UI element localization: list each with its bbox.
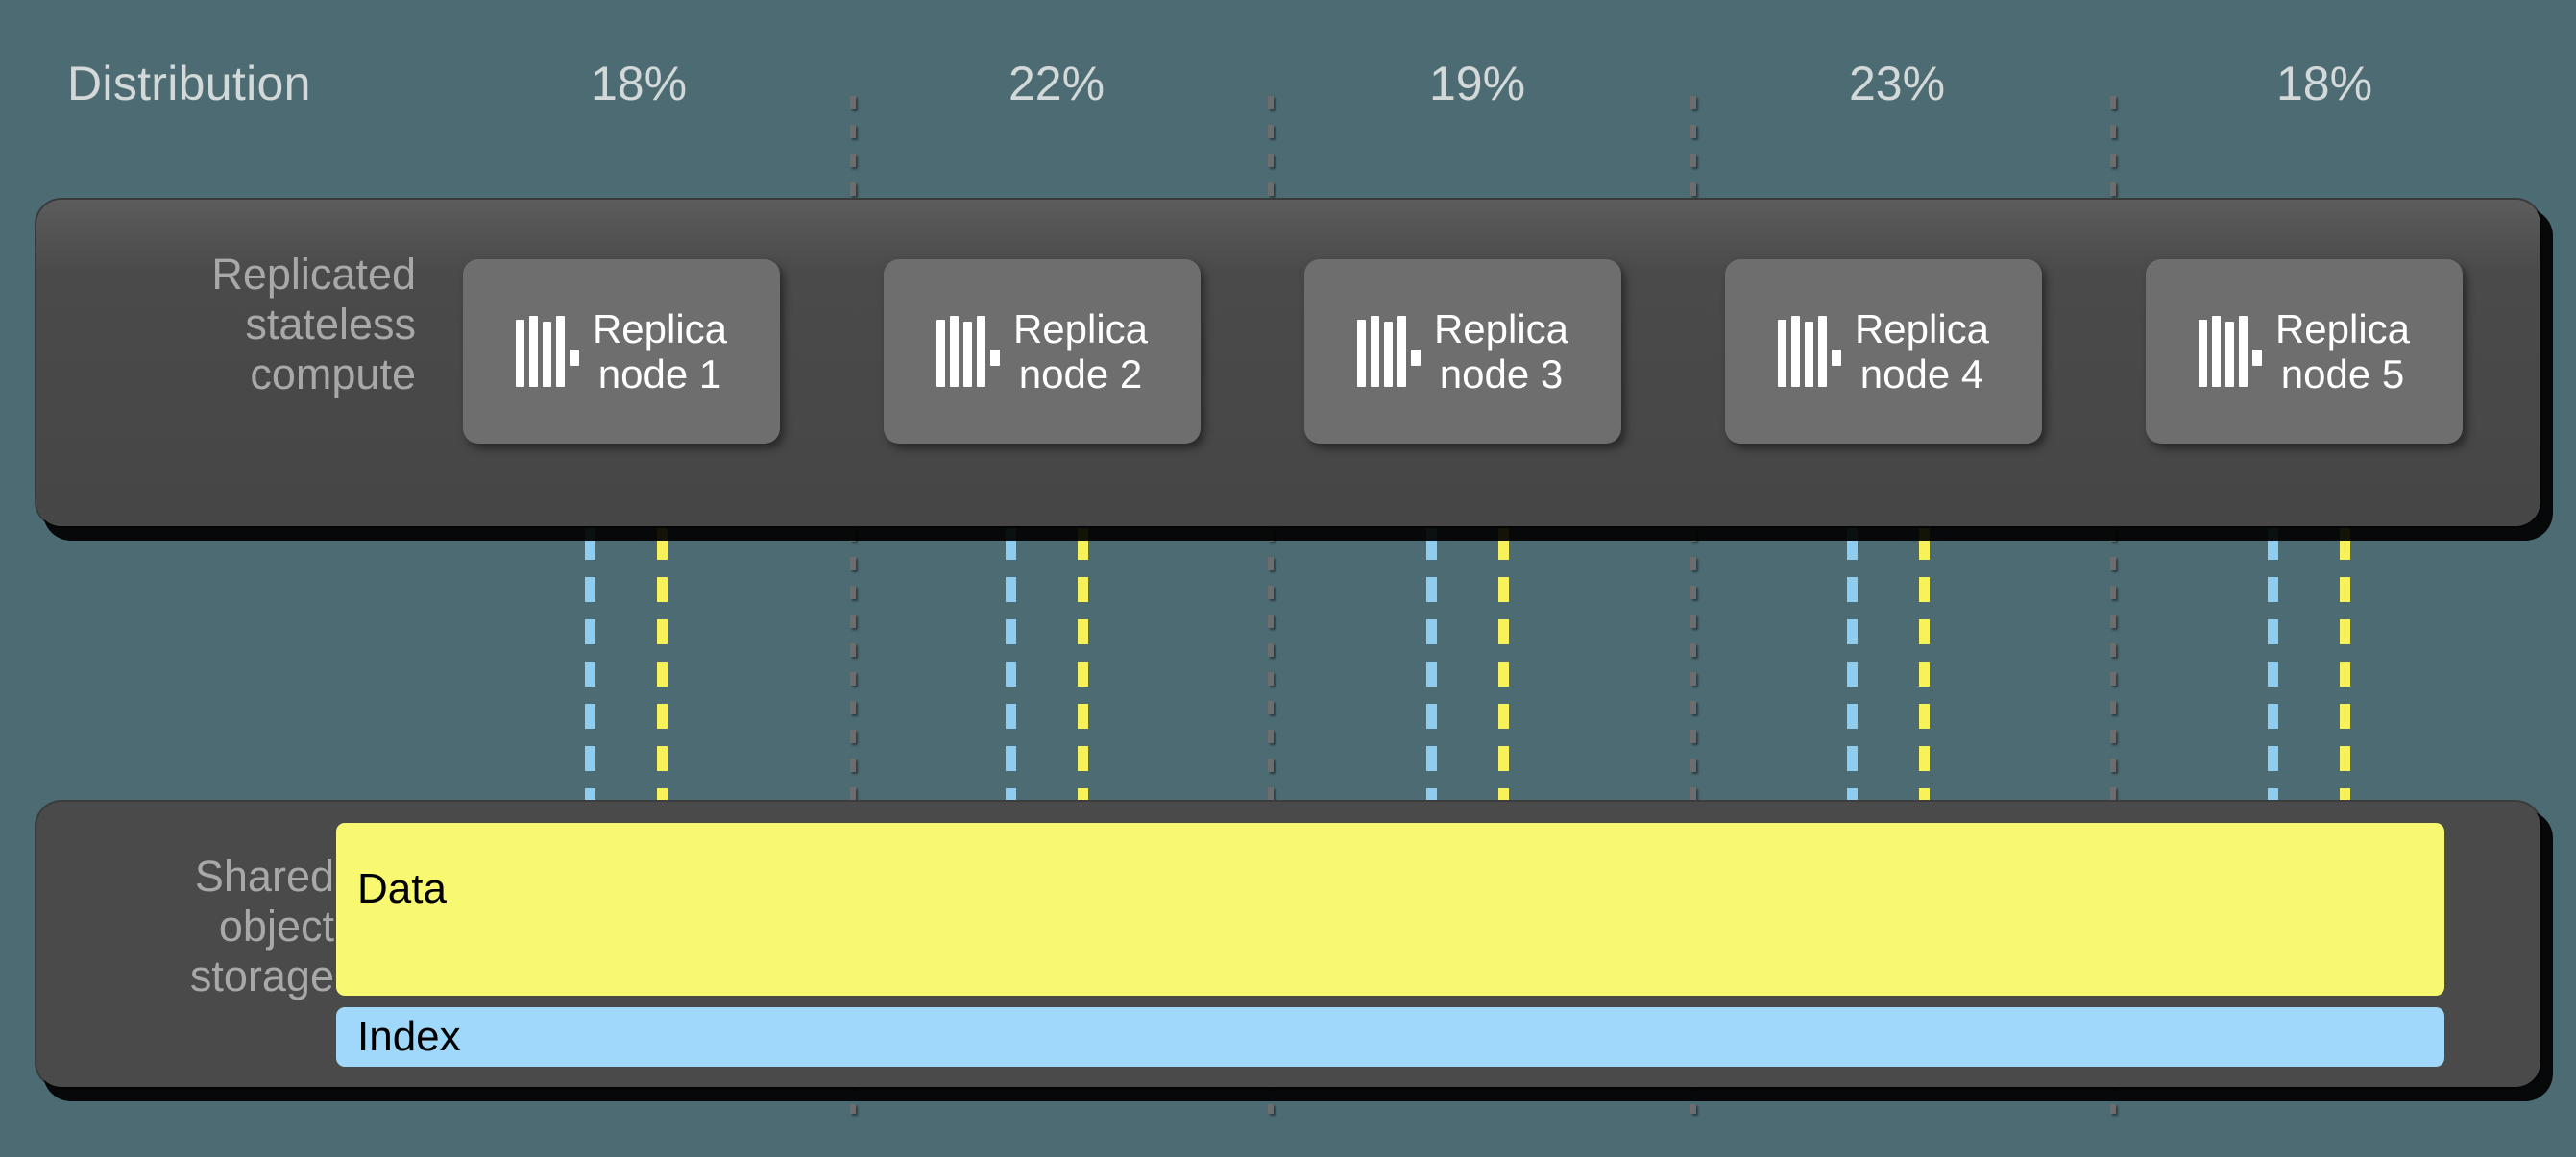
replica-node-3[interactable]: Replica node 3	[1304, 259, 1621, 444]
arrow-dashes	[1006, 535, 1016, 806]
replica-node-3-line-2: node 3	[1439, 351, 1564, 397]
compute-label-line-1: Replicated	[211, 250, 416, 299]
replica-node-3-line-1: Replica	[1433, 305, 1569, 351]
arrow-dashes	[1426, 535, 1437, 806]
arrow-dashes	[585, 535, 595, 806]
replica-node-5-label: Replica node 5	[2275, 306, 2410, 397]
arrow-dashes	[1078, 535, 1088, 806]
replica-node-5-line-2: node 5	[2280, 351, 2405, 397]
storage-tier-label: Shared object storage	[75, 852, 334, 1002]
server-bars-icon	[1777, 316, 1841, 387]
distribution-pct-4: 23%	[1848, 57, 1946, 110]
distribution-pct-2: 22%	[1008, 57, 1106, 110]
shared-object-storage-container: Shared object storage Data Index	[36, 802, 2540, 1087]
replica-node-1-line-2: node 1	[597, 351, 722, 397]
compute-label-line-3: compute	[250, 350, 416, 399]
data-bar-label: Data	[357, 865, 447, 912]
distribution-label: Distribution	[67, 57, 311, 110]
server-bars-icon	[2198, 316, 2262, 387]
replica-node-2-label: Replica node 2	[1013, 306, 1148, 397]
replica-node-1-line-1: Replica	[592, 305, 728, 351]
arrow-dashes	[2268, 535, 2278, 806]
replica-node-4[interactable]: Replica node 4	[1725, 259, 2042, 444]
arrow-dashes	[1847, 535, 1858, 806]
replica-node-1[interactable]: Replica node 1	[463, 259, 780, 444]
replica-node-5-line-1: Replica	[2274, 305, 2411, 351]
distribution-pct-5: 18%	[2275, 57, 2373, 110]
compute-tier-label: Replicated stateless compute	[89, 250, 416, 400]
index-bar[interactable]: Index	[336, 1007, 2444, 1067]
replica-node-4-line-1: Replica	[1854, 305, 1990, 351]
arrow-dashes	[657, 535, 668, 806]
data-bar[interactable]: Data	[336, 823, 2444, 996]
replica-node-4-line-2: node 4	[1859, 351, 1984, 397]
replica-node-2[interactable]: Replica node 2	[884, 259, 1201, 444]
server-bars-icon	[1356, 316, 1421, 387]
arrow-dashes	[1919, 535, 1930, 806]
column-divider-4	[2110, 96, 2116, 1114]
index-bar-label: Index	[357, 1013, 461, 1060]
storage-label-line-1: Shared	[194, 852, 334, 901]
replica-node-2-line-1: Replica	[1012, 305, 1149, 351]
compute-label-line-2: stateless	[245, 300, 416, 350]
column-divider-2	[1268, 96, 1274, 1114]
server-bars-icon	[515, 316, 579, 387]
column-divider-1	[850, 96, 856, 1114]
server-bars-icon	[936, 316, 1000, 387]
replica-node-2-line-2: node 2	[1018, 351, 1143, 397]
replicated-compute-container: Replicated stateless compute Replica nod…	[36, 200, 2540, 526]
distribution-pct-1: 18%	[590, 57, 688, 110]
replica-node-4-label: Replica node 4	[1855, 306, 1989, 397]
replica-node-3-label: Replica node 3	[1434, 306, 1568, 397]
arrow-dashes	[1498, 535, 1509, 806]
storage-label-line-3: storage	[189, 952, 334, 1001]
distribution-pct-3: 19%	[1428, 57, 1526, 110]
replica-node-5[interactable]: Replica node 5	[2146, 259, 2463, 444]
column-divider-3	[1690, 96, 1696, 1114]
storage-label-line-2: object	[218, 902, 334, 952]
arrow-dashes	[2340, 535, 2350, 806]
replica-node-1-label: Replica node 1	[593, 306, 727, 397]
